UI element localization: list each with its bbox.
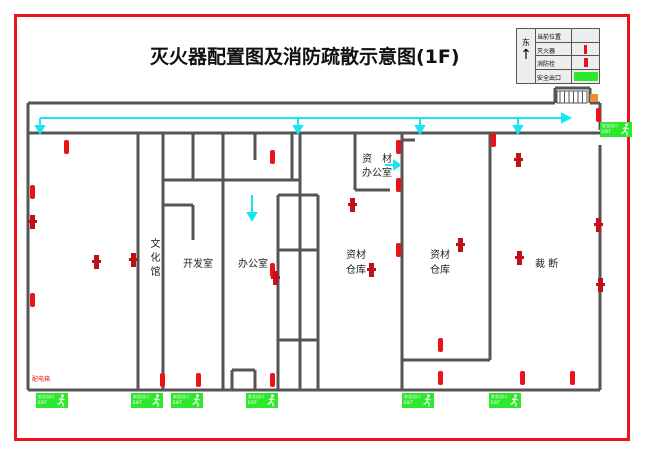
- fire-extinguisher-icon: [160, 373, 165, 387]
- room-label-dev: 开发室: [183, 259, 213, 270]
- fire-extinguisher-icon: [30, 185, 35, 199]
- legend-row: 灭火器: [535, 42, 599, 56]
- running-man-icon: [621, 123, 629, 136]
- exit-en: EXIT: [248, 400, 257, 405]
- room-label-warehouse-2: 资材: [430, 250, 450, 261]
- legend-label: 消防栓: [537, 61, 556, 68]
- legend-label: 当前位置: [537, 34, 562, 41]
- running-man-icon: [152, 394, 160, 407]
- exit-en: EXIT: [491, 400, 500, 405]
- room-label-mat-office: 资 材: [362, 154, 392, 165]
- fire-hydrant-icon: [584, 58, 588, 67]
- compass-arrow-icon: ↑: [520, 47, 532, 63]
- compass: 东↑: [517, 29, 536, 83]
- exit-cn: 安全出口: [404, 394, 420, 399]
- exit-cn: 安全出口: [248, 394, 264, 399]
- compass-label: 东: [522, 38, 530, 47]
- exit-en: EXIT: [602, 129, 611, 134]
- legend-row: 消防栓: [535, 56, 599, 70]
- exit-cn: 安全出口: [133, 394, 149, 399]
- fire-extinguisher-icon: [270, 150, 275, 164]
- fire-extinguisher-icon: [570, 371, 575, 385]
- exit-en: EXIT: [38, 400, 47, 405]
- running-man-icon: [510, 394, 518, 407]
- page-title: 灭火器配置图及消防疏散示意图(1F): [150, 46, 460, 68]
- room-label-warehouse-2b: 仓库: [430, 265, 450, 276]
- legend-label: 灭火器: [537, 47, 556, 55]
- fire-extinguisher-icon: [520, 371, 525, 385]
- room-label-mat-office-2: 办公室: [362, 168, 392, 179]
- fire-extinguisher-icon: [491, 133, 496, 147]
- fire-extinguisher-icon: [596, 108, 601, 122]
- fire-extinguisher-icon: [196, 373, 201, 387]
- fire-extinguisher-icon: [584, 44, 587, 54]
- exit-cn: 安全出口: [602, 123, 618, 128]
- poster-border: [14, 14, 630, 441]
- exit-cn: 安全出口: [173, 394, 189, 399]
- room-label-cutting: 裁 断: [535, 259, 559, 270]
- current-position-icon: [590, 94, 598, 102]
- legend-row: 当前位置: [535, 29, 599, 43]
- fire-extinguisher-icon: [30, 293, 35, 307]
- exit-en: EXIT: [404, 400, 413, 405]
- room-label-culture: 文化馆: [148, 238, 159, 280]
- exit-en: EXIT: [173, 400, 182, 405]
- room-label-office: 办公室: [238, 259, 268, 270]
- running-man-icon: [267, 394, 275, 407]
- fire-extinguisher-icon: [438, 371, 443, 385]
- running-man-icon: [57, 394, 65, 407]
- exit-cn: 安全出口: [491, 394, 507, 399]
- exit-sign-icon: [574, 71, 598, 81]
- running-man-icon: [423, 394, 431, 407]
- fire-extinguisher-icon: [438, 338, 443, 352]
- running-man-icon: [192, 394, 200, 407]
- room-label-warehouse-1b: 仓库: [346, 265, 366, 276]
- legend-label: 安全出口: [537, 74, 562, 82]
- exit-cn: 安全出口: [38, 394, 54, 399]
- exit-en: EXIT: [133, 400, 142, 405]
- fire-extinguisher-icon: [396, 178, 401, 192]
- fire-extinguisher-icon: [396, 243, 401, 257]
- fire-extinguisher-icon: [64, 140, 69, 154]
- fire-extinguisher-icon: [270, 373, 275, 387]
- legend: 东↑ 当前位置 灭火器 消防栓 安全出口: [516, 28, 600, 84]
- distribution-box-label: 配电箱: [32, 376, 51, 383]
- legend-row: 安全出口: [535, 69, 599, 84]
- fire-extinguisher-icon: [396, 140, 401, 154]
- room-label-warehouse-1: 资材: [346, 250, 366, 261]
